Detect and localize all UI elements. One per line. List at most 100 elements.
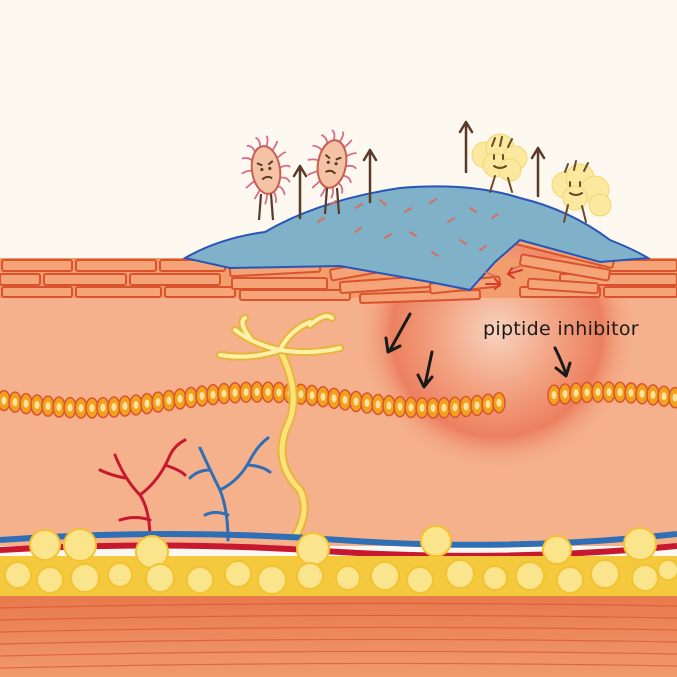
basal-cell-nucleus: [254, 388, 260, 397]
fat-cell: [482, 565, 508, 591]
basal-cell-nucleus: [144, 399, 150, 408]
fat-cell: [445, 559, 475, 589]
basal-cell-nucleus: [320, 392, 326, 401]
basal-cell-nucleus: [485, 400, 491, 409]
basal-cell-nucleus: [221, 389, 227, 398]
fat-cell: [542, 535, 572, 565]
basal-cell-nucleus: [276, 388, 282, 397]
basal-cell-nucleus: [584, 388, 590, 397]
basal-cell-nucleus: [1, 396, 7, 405]
basal-cell-nucleus: [419, 403, 425, 412]
subcutaneous-fat: [0, 525, 677, 598]
fat-cell: [515, 561, 545, 591]
basal-cell-nucleus: [375, 400, 381, 409]
fat-cell: [145, 563, 175, 593]
fat-cell: [420, 525, 452, 557]
fat-cell: [63, 528, 97, 562]
basal-cell-nucleus: [639, 389, 645, 398]
venous-capillaries: [188, 436, 272, 542]
basal-cell-nucleus: [56, 403, 62, 412]
basal-cell-nucleus: [89, 403, 95, 412]
basal-cell-nucleus: [166, 396, 172, 405]
basal-cell-nucleus: [298, 390, 304, 399]
fat-cell: [296, 562, 324, 590]
fat-cell: [406, 566, 434, 594]
bacterium-left: [241, 135, 291, 221]
fat-cell: [70, 563, 100, 593]
basal-cell-nucleus: [595, 388, 601, 397]
basal-cell-nucleus: [386, 401, 392, 410]
basal-cell-nucleus: [474, 401, 480, 410]
peptide-fragments: [317, 198, 521, 277]
basal-cell-nucleus: [111, 403, 117, 412]
fat-cell: [657, 559, 677, 581]
basal-cell-nucleus: [628, 388, 634, 397]
fat-cell: [335, 565, 361, 591]
basal-cell-nucleus: [155, 398, 161, 407]
basal-cell-nucleus: [430, 403, 436, 412]
fat-cell: [186, 566, 214, 594]
fat-cell: [135, 535, 169, 569]
nerve-fiber: [216, 312, 344, 540]
basal-cell-nucleus: [34, 400, 40, 409]
basal-cell-nucleus: [562, 390, 568, 399]
basal-cell-nucleus: [364, 399, 370, 408]
upward-arrows: [292, 120, 546, 220]
basal-cell-nucleus: [67, 403, 73, 412]
basal-cell-nucleus: [210, 390, 216, 399]
basal-cell-nucleus: [342, 395, 348, 404]
bacterium-middle: [307, 129, 357, 215]
basal-cell-nucleus: [353, 397, 359, 406]
basal-cell-nucleus: [199, 391, 205, 400]
basal-cell-nucleus: [309, 391, 315, 400]
basal-cell-nucleus: [122, 402, 128, 411]
red-small-arrows: [485, 267, 523, 290]
fat-cell: [370, 561, 400, 591]
fat-cell: [29, 529, 61, 561]
fat-cell: [296, 532, 330, 566]
fat-cell: [36, 566, 64, 594]
basal-cell-nucleus: [232, 388, 238, 397]
fat-cell: [631, 564, 659, 592]
basal-cell-nucleus: [408, 403, 414, 412]
fat-cell: [556, 566, 584, 594]
fat-cell: [623, 527, 657, 561]
basal-cell-nucleus: [573, 389, 579, 398]
basal-cell-nucleus: [265, 388, 271, 397]
basal-cell-nucleus: [100, 403, 106, 412]
fat-cell: [224, 560, 252, 588]
fat-cell: [107, 562, 133, 588]
fat-cell: [257, 565, 287, 595]
basal-cell-nucleus: [452, 403, 458, 412]
basal-cell-nucleus: [45, 402, 51, 411]
basal-cell-nucleus: [496, 398, 502, 407]
basal-cell-nucleus: [397, 402, 403, 411]
basal-cell-nucleus: [661, 392, 667, 401]
basal-cell-nucleus: [672, 393, 677, 402]
basal-cell-nucleus: [133, 400, 139, 409]
basal-cell-nucleus: [177, 394, 183, 403]
stratum-corneum-bricks: [0, 230, 677, 305]
basal-cell-nucleus: [12, 398, 18, 407]
fat-cell: [4, 561, 32, 589]
basal-cell-nucleus: [331, 394, 337, 403]
fat-cell: [590, 559, 620, 589]
basal-cell-nucleus: [23, 399, 29, 408]
basal-cell-nucleus: [551, 391, 557, 400]
basal-cell-nucleus: [441, 403, 447, 412]
yeast-cluster-right: [551, 160, 612, 223]
basal-cell-nucleus: [650, 390, 656, 399]
basal-cell-nucleus: [463, 402, 469, 411]
basal-cell-nucleus: [78, 403, 84, 412]
biofilm-mound: [182, 185, 652, 292]
basal-cell-nucleus: [617, 388, 623, 397]
basal-cell-layer: [0, 381, 677, 419]
yeast-cluster-left: [471, 133, 528, 193]
basal-cell-nucleus: [606, 388, 612, 397]
black-arrows: [384, 312, 572, 389]
basal-cell-nucleus: [243, 388, 249, 397]
peptide-inhibitor-label: piptide inhibitor: [483, 318, 639, 340]
basal-cell-nucleus: [188, 393, 194, 402]
